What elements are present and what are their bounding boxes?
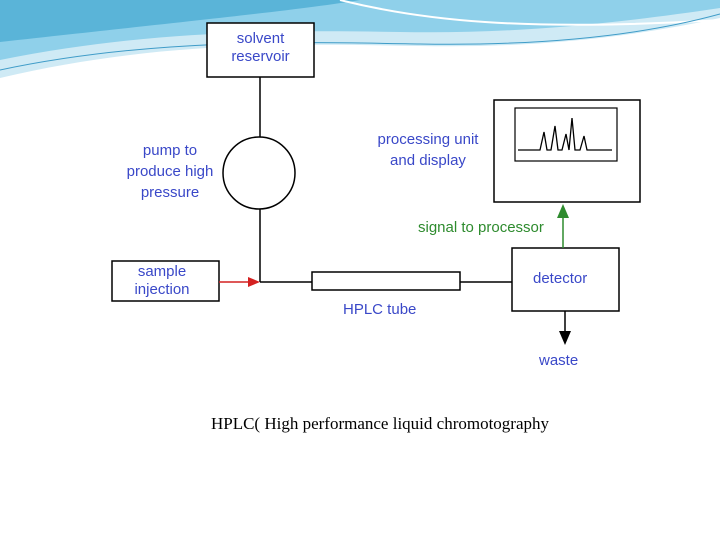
diagram-caption: HPLC( High performance liquid chromotogr…: [210, 414, 550, 433]
pump-circle: [222, 136, 296, 210]
detector-label: detector: [533, 270, 588, 287]
processing-monitor: [493, 99, 641, 203]
solvent-reservoir-box: [206, 22, 315, 78]
hplc-tube-body: [311, 271, 461, 291]
waste-label: waste: [539, 352, 579, 369]
processing-unit-label: processing unit and display: [377, 131, 479, 169]
waste-arrow: [559, 311, 571, 345]
pump-label: pump to produce high pressure: [126, 142, 214, 201]
solvent-reservoir-label: solvent reservoir: [231, 30, 290, 65]
signal-arrow: [557, 204, 569, 248]
chromatogram-trace: [518, 117, 612, 151]
detector-box: [511, 247, 620, 312]
sample-injection-box: [111, 260, 220, 302]
header-wave-decoration: [0, 0, 720, 78]
sample-injection-label: sample injection: [134, 263, 190, 298]
injection-arrow: [219, 277, 260, 287]
hplc-tube-label: HPLC tube: [343, 301, 417, 318]
signal-label: signal to processor: [418, 219, 544, 236]
